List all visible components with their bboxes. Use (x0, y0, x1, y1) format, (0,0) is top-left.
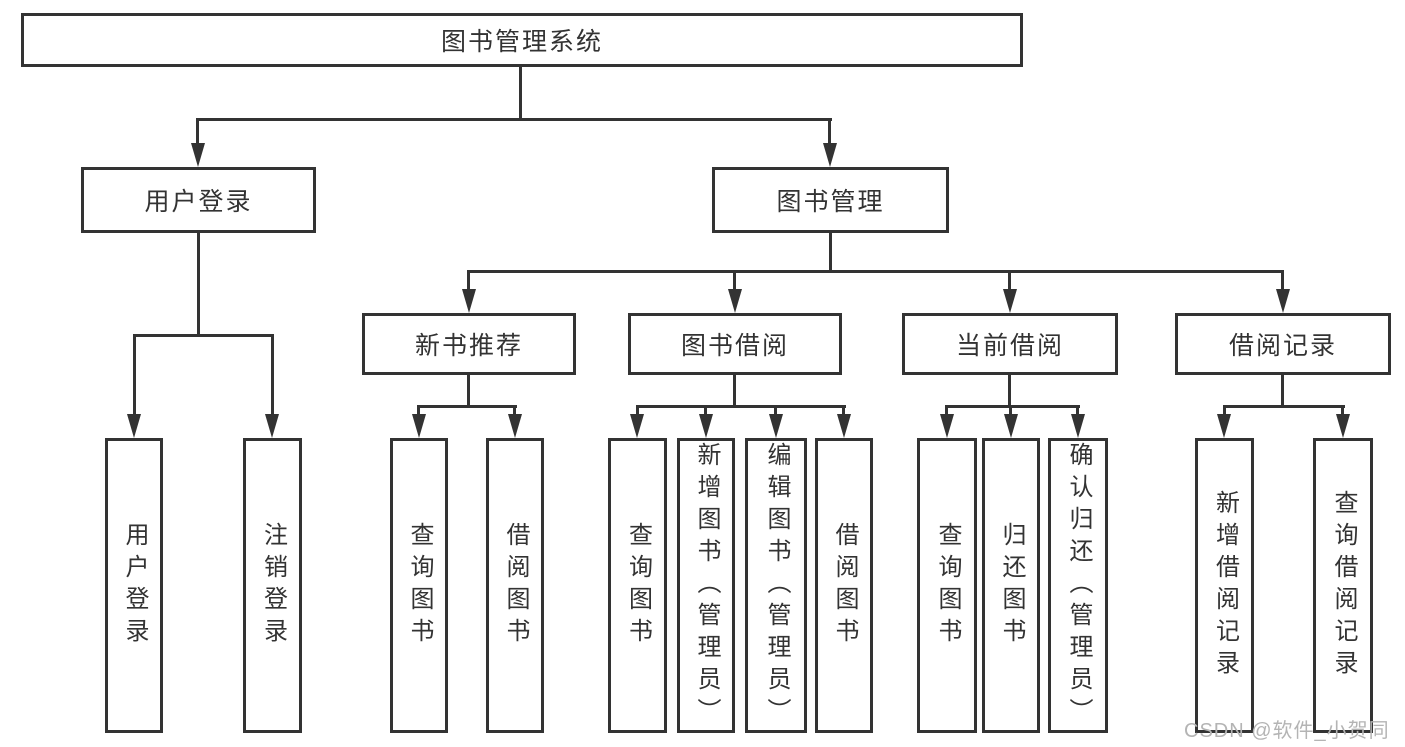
connector-line (1076, 405, 1079, 416)
arrowhead-down-icon (508, 414, 522, 438)
connector-line (1281, 375, 1284, 407)
arrowhead-down-icon (191, 143, 205, 167)
leaf-borrow-books-2: 借阅图书 (815, 438, 873, 733)
arrowhead-down-icon (769, 414, 783, 438)
node-current-borrowing: 当前借阅 (902, 313, 1118, 375)
connector-line (513, 405, 516, 416)
connector-line (519, 66, 522, 120)
leaf-user-login: 用户登录 (105, 438, 163, 733)
arrowhead-down-icon (462, 289, 476, 313)
connector-line (733, 375, 736, 407)
arrowhead-down-icon (1217, 414, 1231, 438)
connector-line (774, 405, 777, 416)
connector-line (133, 334, 136, 414)
connector-line (133, 334, 274, 337)
node-book-management: 图书管理 (712, 167, 949, 233)
connector-line (1341, 405, 1344, 416)
arrowhead-down-icon (1276, 289, 1290, 313)
connector-line (945, 405, 1080, 408)
arrowhead-down-icon (1004, 414, 1018, 438)
arrowhead-down-icon (265, 414, 279, 438)
leaf-query-books-3: 查询图书 (917, 438, 977, 733)
arrowhead-down-icon (127, 414, 141, 438)
connector-line (417, 405, 420, 416)
connector-line (1008, 375, 1011, 407)
leaf-query-books-2: 查询图书 (608, 438, 667, 733)
leaf-add-book-admin: 新增图书（管理员） (677, 438, 735, 733)
connector-line (842, 405, 845, 416)
connector-line (1281, 270, 1284, 291)
arrowhead-down-icon (630, 414, 644, 438)
connector-line (467, 270, 1284, 273)
connector-line (704, 405, 707, 416)
leaf-borrow-books-1: 借阅图书 (486, 438, 544, 733)
connector-line (1008, 270, 1011, 291)
arrowhead-down-icon (728, 289, 742, 313)
connector-line (467, 270, 470, 291)
node-new-book-recommendation: 新书推荐 (362, 313, 576, 375)
connector-line (196, 118, 832, 121)
arrowhead-down-icon (1336, 414, 1350, 438)
leaf-add-borrow-record: 新增借阅记录 (1195, 438, 1254, 733)
arrowhead-down-icon (837, 414, 851, 438)
node-library-management-system: 图书管理系统 (21, 13, 1023, 67)
connector-line (196, 118, 199, 145)
node-user-login: 用户登录 (81, 167, 316, 233)
connector-line (828, 118, 831, 145)
arrowhead-down-icon (1003, 289, 1017, 313)
leaf-edit-book-admin: 编辑图书（管理员） (745, 438, 807, 733)
connector-line (1223, 405, 1345, 408)
watermark-text: CSDN @软件_小贺同学 (1184, 720, 1390, 742)
arrowhead-down-icon (823, 143, 837, 167)
leaf-query-books-1: 查询图书 (390, 438, 448, 733)
connector-line (467, 375, 470, 407)
connector-line (417, 405, 517, 408)
connector-line (197, 233, 200, 336)
leaf-query-borrow-record: 查询借阅记录 (1313, 438, 1373, 733)
connector-line (271, 334, 274, 414)
arrowhead-down-icon (1071, 414, 1085, 438)
connector-line (1009, 405, 1012, 416)
leaf-logout: 注销登录 (243, 438, 302, 733)
connector-line (1223, 405, 1226, 416)
node-book-borrowing: 图书借阅 (628, 313, 842, 375)
arrowhead-down-icon (940, 414, 954, 438)
connector-line (733, 270, 736, 291)
node-borrowing-records: 借阅记录 (1175, 313, 1391, 375)
connector-line (636, 405, 639, 416)
arrowhead-down-icon (412, 414, 426, 438)
connector-line (945, 405, 948, 416)
leaf-confirm-return-admin: 确认归还（管理员） (1048, 438, 1108, 733)
connector-line (636, 405, 846, 408)
connector-line (829, 233, 832, 272)
leaf-return-book: 归还图书 (982, 438, 1040, 733)
arrowhead-down-icon (699, 414, 713, 438)
